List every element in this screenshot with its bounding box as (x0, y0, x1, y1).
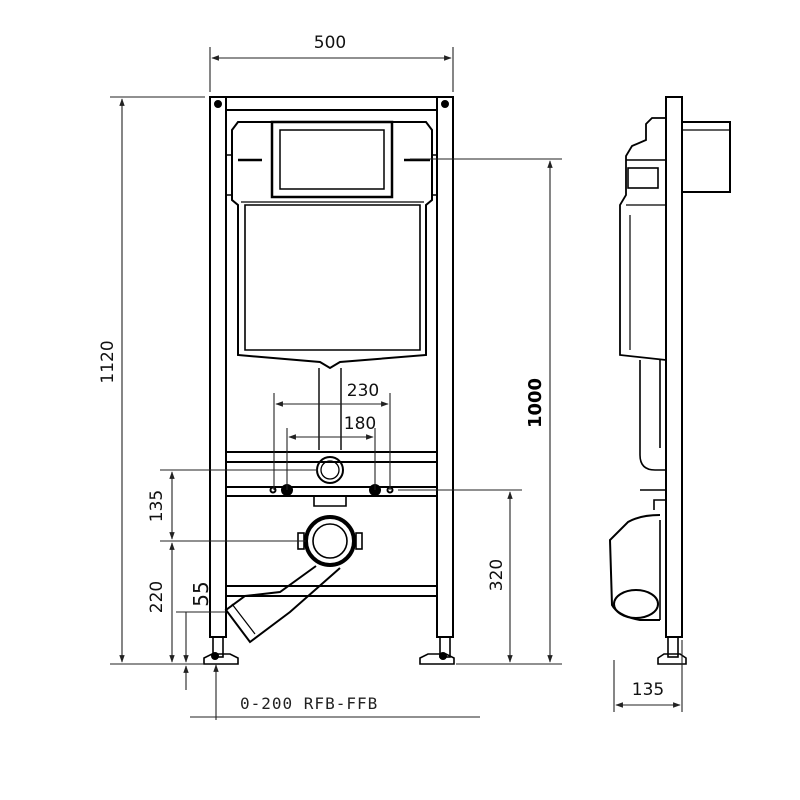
dimension-labels: 500 1120 1000 320 230 180 135 220 55 0-2… (98, 33, 546, 713)
dim-spacing-230: 230 (347, 381, 379, 401)
dim-height-220: 220 (147, 581, 167, 613)
flush-plate (270, 120, 394, 199)
dim-width-500: 500 (314, 33, 346, 53)
side-view (608, 96, 731, 665)
dim-height-1000: 1000 (525, 378, 546, 428)
dim-height-135: 135 (147, 490, 167, 522)
dim-side-135: 135 (632, 680, 664, 700)
dim-height-320: 320 (487, 559, 507, 591)
dim-spacing-180: 180 (344, 414, 376, 434)
frame-left-upright (209, 96, 227, 638)
cistern-outline (231, 121, 433, 370)
side-dimension (613, 640, 683, 712)
waste-pipe-end (613, 589, 659, 619)
dimension-lines (110, 47, 562, 720)
dim-height-1120: 1120 (98, 340, 118, 383)
front-view (203, 96, 455, 665)
frame-right-upright (436, 96, 454, 638)
side-frame-plate (665, 96, 683, 638)
dim-adjust-range: 0-200 RFB-FFB (240, 694, 378, 713)
dim-height-55: 55 (189, 581, 213, 606)
